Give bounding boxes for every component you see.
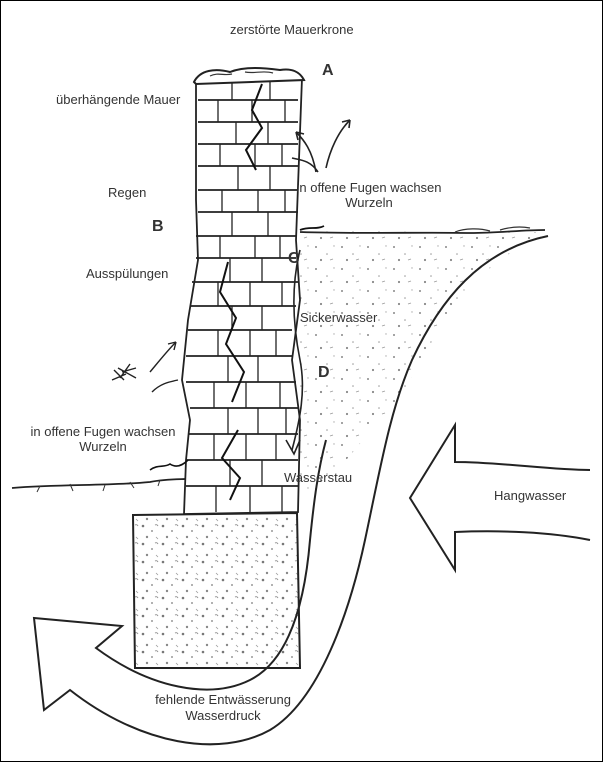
label-rain: Regen xyxy=(108,185,146,200)
marker-d: D xyxy=(318,364,330,382)
marker-a: A xyxy=(322,62,334,80)
marker-c: C xyxy=(288,250,300,268)
label-seepage-water: Sickerwasser xyxy=(300,310,377,325)
label-water-pressure: Wasserdruck xyxy=(118,708,328,723)
label-destroyed-crown: zerstörte Mauerkrone xyxy=(230,22,320,37)
label-roots-top: in offene Fugen wachsen Wurzeln xyxy=(294,180,444,210)
label-slope-water: Hangwasser xyxy=(494,488,566,503)
marker-b: B xyxy=(152,218,164,236)
label-washout: Ausspülungen xyxy=(86,266,168,281)
soil-backfill xyxy=(300,230,548,490)
label-overhanging-wall: überhängende Mauer xyxy=(56,92,184,107)
roots-plant-left xyxy=(112,342,178,392)
masonry-wall xyxy=(182,78,302,514)
foundation xyxy=(133,513,300,668)
label-roots-bottom: in offene Fugen wachsen Wurzeln xyxy=(28,424,178,454)
label-waterlog: Wasserstau xyxy=(284,470,352,485)
label-missing-drainage: fehlende Entwässerung xyxy=(118,692,328,707)
